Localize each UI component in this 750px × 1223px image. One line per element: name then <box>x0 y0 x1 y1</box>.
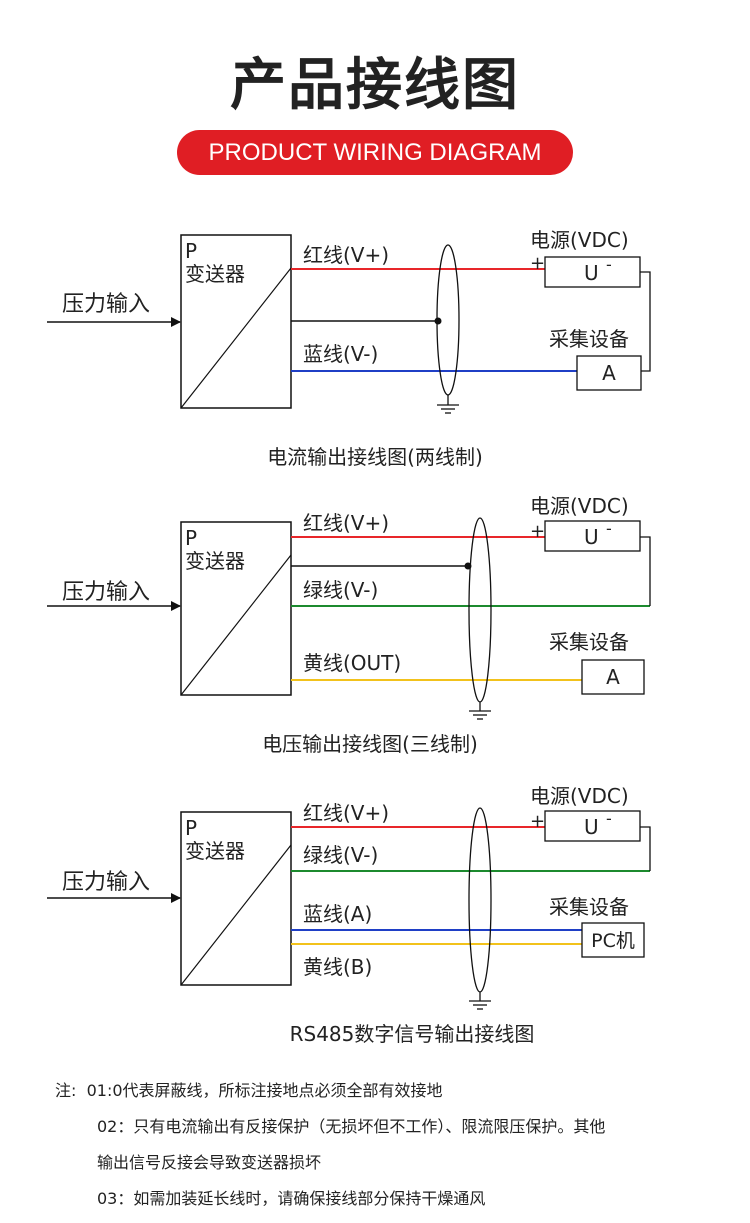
shield-junction <box>434 317 442 325</box>
acquisition-device-box <box>581 659 645 695</box>
red-wire-label: 红线(V+) <box>303 801 389 825</box>
power-supply-label: 电源(VDC) <box>530 494 629 518</box>
note-2a: 02：只有电流输出有反接保护（无损坏但不工作）、限流限压保护。其他 <box>97 1117 606 1136</box>
pressure-input-label: 压力输入 <box>62 292 150 317</box>
transmitter-name-label: 变送器 <box>185 839 245 863</box>
notes-section: 注: 01:0代表屏蔽线，所标注接地点必须全部有效接地 02：只有电流输出有反接… <box>55 1073 735 1217</box>
transmitter-name-label: 变送器 <box>185 262 245 286</box>
transmitter-box <box>180 521 292 696</box>
acquisition-label: 采集设备 <box>549 327 629 351</box>
plus-sign: + <box>530 253 545 274</box>
plus-sign: + <box>530 811 545 832</box>
red-wire-label: 红线(V+) <box>303 243 389 267</box>
note-3: 03：如需加装延长线时，请确保接线部分保持干燥通风 <box>97 1189 486 1208</box>
yellow-wire-label: 黄线(B) <box>303 955 372 979</box>
acquisition-device-label: A <box>606 665 620 689</box>
green-wire-label: 绿线(V-) <box>303 578 378 602</box>
power-minus-label: - <box>606 519 612 538</box>
pressure-input-label: 压力输入 <box>62 580 150 605</box>
acquisition-label: 采集设备 <box>549 895 629 919</box>
power-supply-box <box>544 520 641 552</box>
ground-symbol <box>437 404 459 414</box>
acquisition-device-label: PC机 <box>591 930 635 952</box>
blue-wire-label: 蓝线(V-) <box>303 342 378 366</box>
page-title: 产品接线图 <box>230 53 520 118</box>
cable-shield <box>468 517 492 703</box>
transmitter-p-label: P <box>185 239 197 263</box>
note-1: 注: 01:0代表屏蔽线，所标注接地点必须全部有效接地 <box>55 1073 735 1109</box>
power-u-label: U <box>584 525 599 549</box>
power-supply-label: 电源(VDC) <box>530 784 629 808</box>
return-wire <box>640 271 651 372</box>
acquisition-device-box <box>576 355 642 391</box>
diagram-caption: 电压输出接线图(三线制) <box>262 732 478 756</box>
acquisition-device-label: A <box>602 361 616 385</box>
power-minus-label: - <box>606 809 612 828</box>
plus-sign: + <box>530 521 545 542</box>
cable-shield <box>468 807 492 993</box>
power-u-label: U <box>584 261 599 285</box>
return-wire <box>640 826 651 871</box>
red-wire-label: 红线(V+) <box>303 511 389 535</box>
transmitter-name-label: 变送器 <box>185 549 245 573</box>
diagram-caption: 电流输出接线图(两线制) <box>267 445 483 469</box>
pressure-input-label: 压力输入 <box>62 870 150 895</box>
shield-junction <box>464 562 472 570</box>
diagram-voltage-output: 压力输入 P 变送器 红线(V+) 绿线(V-) 黄线(OUT) 电源(VDC)… <box>47 494 651 756</box>
notes-prefix: 注: <box>55 1081 77 1100</box>
acquisition-device-box <box>581 922 645 958</box>
transmitter-p-label: P <box>185 816 197 840</box>
power-minus-label: - <box>606 255 612 274</box>
note-2b: 输出信号反接会导致变送器损坏 <box>97 1153 322 1172</box>
power-supply-box <box>544 810 641 842</box>
ground-symbol <box>469 710 491 720</box>
power-supply-label: 电源(VDC) <box>530 228 629 252</box>
green-wire-label: 绿线(V-) <box>303 843 378 867</box>
transmitter-diagonal <box>180 267 292 409</box>
subtitle-banner: PRODUCT WIRING DIAGRAM <box>177 130 573 175</box>
transmitter-box <box>180 811 292 986</box>
blue-wire-label: 蓝线(A) <box>303 902 372 926</box>
acquisition-label: 采集设备 <box>549 630 629 654</box>
transmitter-diagonal <box>180 554 292 696</box>
transmitter-box <box>180 234 292 409</box>
transmitter-diagonal <box>180 844 292 986</box>
diagram-caption: RS485数字信号输出接线图 <box>290 1022 535 1046</box>
return-wire <box>640 536 651 606</box>
power-u-label: U <box>584 815 599 839</box>
diagram-current-output: 压力输入 P 变送器 红线(V+) 蓝线(V-) 电源(VDC) + U - 采… <box>47 228 651 469</box>
note-1-text: 01:0代表屏蔽线，所标注接地点必须全部有效接地 <box>86 1081 443 1100</box>
yellow-wire-label: 黄线(OUT) <box>303 651 401 675</box>
diagram-rs485-output: 压力输入 P 变送器 红线(V+) 绿线(V-) 蓝线(A) 黄线(B) 电源(… <box>47 784 651 1046</box>
ground-symbol <box>469 1000 491 1010</box>
transmitter-p-label: P <box>185 526 197 550</box>
